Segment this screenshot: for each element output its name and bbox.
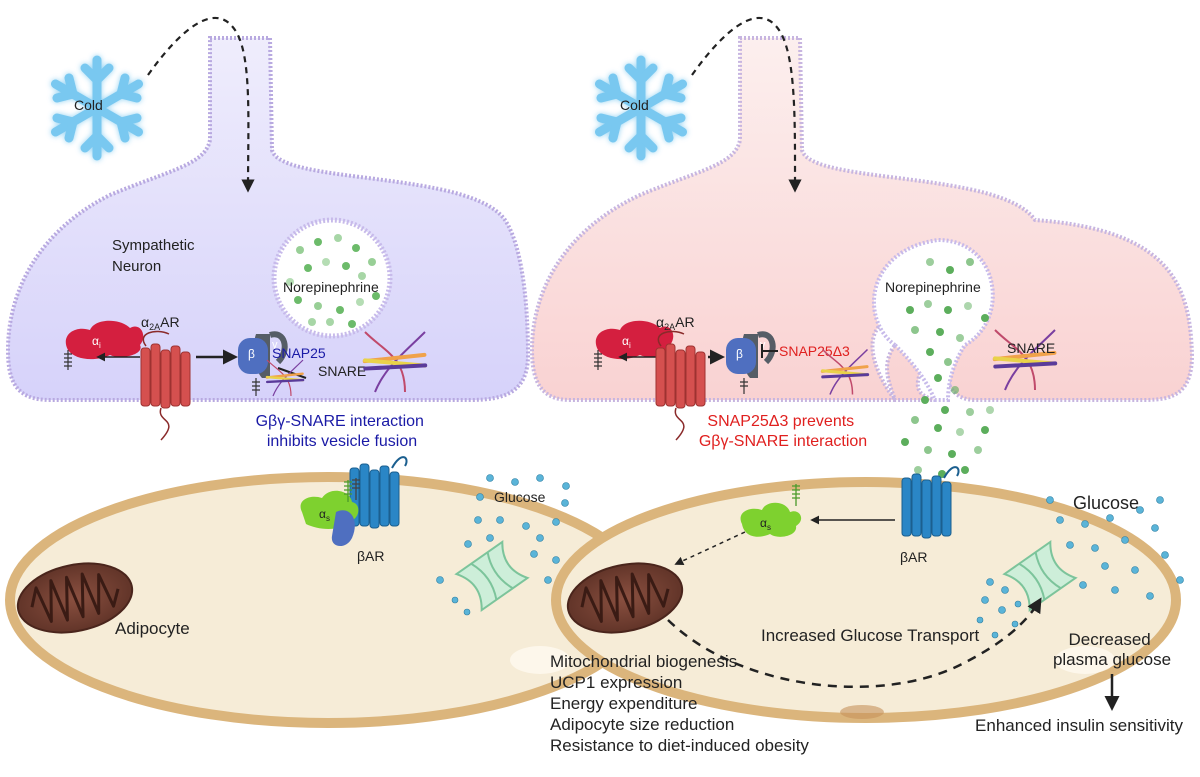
right-transport-label: Increased Glucose Transport (761, 626, 980, 645)
right-snap25d3-label: SNAP25Δ3 (779, 343, 850, 359)
left-neuron-label: Sympathetic Neuron (112, 237, 199, 275)
left-bar-label: βAR (357, 548, 385, 564)
svg-text:αi: αi (622, 334, 631, 350)
right-neuron-terminal (529, 36, 1195, 402)
right-caption: SNAP25Δ3 prevents Gβγ-SNARE interaction (699, 413, 867, 450)
right-alpha-i-label: α (622, 334, 629, 348)
left-snap25-label: SNAP25 (272, 345, 326, 361)
left-snare-label: SNARE (318, 363, 366, 379)
left-a2aar-label: α2AAR (141, 314, 180, 332)
right-cold-label: Cold (620, 97, 649, 113)
outcome-item: UCP1 expression (550, 673, 682, 692)
left-caption: Gβγ-SNARE interaction inhibits vesicle f… (256, 413, 429, 450)
left-a2a-receptor (140, 330, 191, 441)
left-alpha-i-label: α (92, 334, 99, 348)
right-cold-arrow (691, 16, 802, 193)
right-alpha-s-protein: αs (740, 484, 802, 537)
left-glucose-label: Glucose (494, 489, 546, 505)
right-insulin-label: Enhanced insulin sensitivity (975, 716, 1183, 735)
right-outcomes-list: Mitochondrial biogenesis UCP1 expression… (550, 652, 809, 755)
right-fused-vesicle (872, 237, 995, 402)
right-glucose-label: Glucose (1073, 493, 1139, 513)
svg-text:αs: αs (760, 516, 771, 532)
outcome-item: Adipocyte size reduction (550, 715, 734, 734)
right-alpha-s-label: α (760, 516, 767, 530)
right-bar-receptor (901, 466, 960, 539)
left-bar-receptor (349, 456, 408, 529)
right-snare-label: SNARE (1007, 340, 1055, 356)
svg-text:αs: αs (319, 507, 330, 523)
outcome-item: Mitochondrial biogenesis (550, 652, 737, 671)
right-norepinephrine-label: Norepinephrine (885, 279, 981, 295)
left-beta-label: β (248, 347, 255, 361)
right-norepinephrine-dots (901, 258, 994, 494)
left-adipocyte-label: Adipocyte (115, 619, 190, 638)
left-alpha-s-label: α (319, 507, 326, 521)
outcome-item: Energy expenditure (550, 694, 697, 713)
right-glucose-dots (976, 496, 1184, 639)
left-gbg-protein: β γ (238, 331, 288, 396)
left-norepinephrine-dots (286, 234, 380, 328)
left-panel: Norepinephrine Cold Sympathetic Neuron α… (5, 16, 651, 728)
left-cold-label: Cold (74, 97, 103, 113)
right-a2a-receptor (655, 330, 706, 441)
left-cold-arrow (147, 16, 255, 193)
right-bar-label: βAR (900, 549, 928, 565)
outcome-item: Resistance to diet-induced obesity (550, 736, 809, 755)
right-gbg-protein: β γ (726, 331, 776, 394)
left-gamma-label: γ (272, 339, 278, 351)
right-transport-arrow (667, 597, 1042, 689)
left-glucose-dots (436, 474, 570, 616)
left-norepinephrine-label: Norepinephrine (283, 279, 379, 295)
right-alpha-i-protein: αi (594, 320, 674, 370)
left-neuron-terminal (5, 36, 531, 402)
svg-text:αi: αi (92, 334, 101, 350)
left-alpha-i-protein: αi (64, 320, 144, 370)
right-panel: Norepinephrine Cold αi α2AAR (529, 16, 1195, 755)
right-beta-label: β (736, 347, 743, 361)
left-inhibition-bar (277, 367, 307, 379)
right-a2aar-label: α2AAR (656, 314, 695, 332)
right-decreased-label: Decreased plasma glucose (1053, 630, 1171, 669)
left-alpha-s-protein: αs (300, 478, 360, 547)
